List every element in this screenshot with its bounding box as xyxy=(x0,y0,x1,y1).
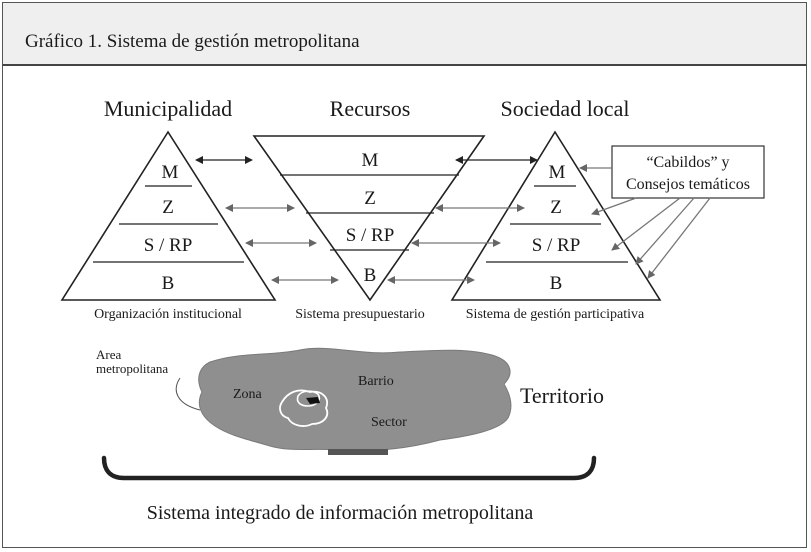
cabildos-consejos-box: “Cabildos” y Consejos temáticos xyxy=(611,145,765,199)
barrio-marker xyxy=(306,397,320,404)
middle-right-arrows xyxy=(387,156,538,284)
left-middle-arrows xyxy=(195,156,339,284)
consejos-tematicos-label: Consejos temáticos xyxy=(626,176,750,193)
municipalidad-level-b: B xyxy=(162,273,175,294)
municipalidad-level-s-rp: S / RP xyxy=(144,235,193,256)
figure-title: Gráfico 1. Sistema de gestión metropolit… xyxy=(25,31,360,52)
sociedad-local-title: Sociedad local xyxy=(501,96,630,121)
recursos-caption: Sistema presupuestario xyxy=(295,307,424,322)
recursos-level-z: Z xyxy=(364,188,376,209)
recursos-level-b: B xyxy=(364,265,377,286)
sociedad-level-b: B xyxy=(550,273,563,294)
metropolitana-label: metropolitana xyxy=(96,361,168,376)
sector-label: Sector xyxy=(371,415,407,430)
sociedad-level-z: Z xyxy=(550,197,562,218)
metropolitan-map xyxy=(198,347,512,455)
information-system-label: Sistema integrado de información metropo… xyxy=(147,502,534,524)
zona-label: Zona xyxy=(233,387,263,402)
sociedad-level-m: M xyxy=(549,162,566,183)
recursos-level-s-rp: S / RP xyxy=(346,225,395,246)
sociedad-caption: Sistema de gestión participativa xyxy=(466,307,645,322)
figure-header: Gráfico 1. Sistema de gestión metropolit… xyxy=(2,2,807,66)
cabildos-arrows xyxy=(579,164,711,279)
cabildos-label: “Cabildos” y xyxy=(646,154,729,171)
territorio-label: Territorio xyxy=(520,383,604,408)
municipalidad-pyramid: M Z S / RP B xyxy=(60,130,277,301)
barrio-label: Barrio xyxy=(358,374,394,389)
integration-bracket xyxy=(101,455,597,481)
municipalidad-level-z: Z xyxy=(162,197,174,218)
area-label: Area xyxy=(96,347,121,362)
recursos-level-m: M xyxy=(362,150,379,171)
municipalidad-caption: Organización institucional xyxy=(94,307,242,322)
sociedad-pyramid: M Z S / RP B xyxy=(450,130,662,301)
area-leader-line xyxy=(175,377,201,411)
municipalidad-level-m: M xyxy=(162,162,179,183)
municipalidad-title: Municipalidad xyxy=(104,96,232,121)
recursos-pyramid: M Z S / RP B xyxy=(252,135,486,302)
sociedad-level-s-rp: S / RP xyxy=(532,235,581,256)
recursos-title: Recursos xyxy=(330,96,411,121)
